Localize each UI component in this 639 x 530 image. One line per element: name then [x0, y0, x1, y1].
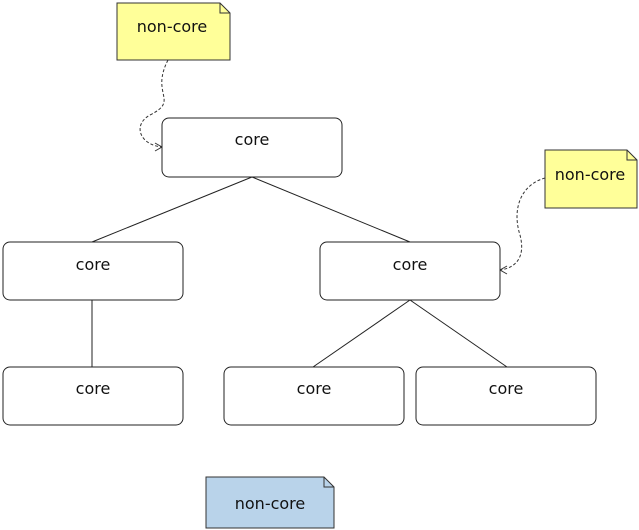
- node-root-label: core: [235, 130, 270, 149]
- edge-root-right: [251, 176, 411, 243]
- note-top[interactable]: non-core: [116, 2, 231, 61]
- edge-root-left: [91, 176, 253, 243]
- node-left-label: core: [76, 255, 111, 274]
- note-top-label: non-core: [137, 17, 208, 36]
- note-link-top: [139, 59, 169, 148]
- node-right-child-1-label: core: [297, 379, 332, 398]
- node-right-label: core: [393, 255, 428, 274]
- node-right-child-1[interactable]: core: [223, 366, 405, 426]
- note-bottom-label: non-core: [235, 494, 306, 513]
- edge-right-child-1: [312, 299, 411, 368]
- node-right[interactable]: core: [319, 241, 501, 301]
- node-left-child-label: core: [76, 379, 111, 398]
- node-right-child-2[interactable]: core: [415, 366, 597, 426]
- note-right[interactable]: non-core: [544, 149, 638, 209]
- note-bottom[interactable]: non-core: [205, 476, 335, 529]
- tree-edges: [91, 176, 508, 368]
- note-right-label: non-core: [555, 165, 626, 184]
- node-right-child-2-label: core: [489, 379, 524, 398]
- node-left-child[interactable]: core: [2, 366, 184, 426]
- note-link-right: [499, 177, 546, 271]
- edge-right-child-2: [409, 299, 508, 368]
- node-left[interactable]: core: [2, 241, 184, 301]
- node-root[interactable]: core: [161, 117, 343, 178]
